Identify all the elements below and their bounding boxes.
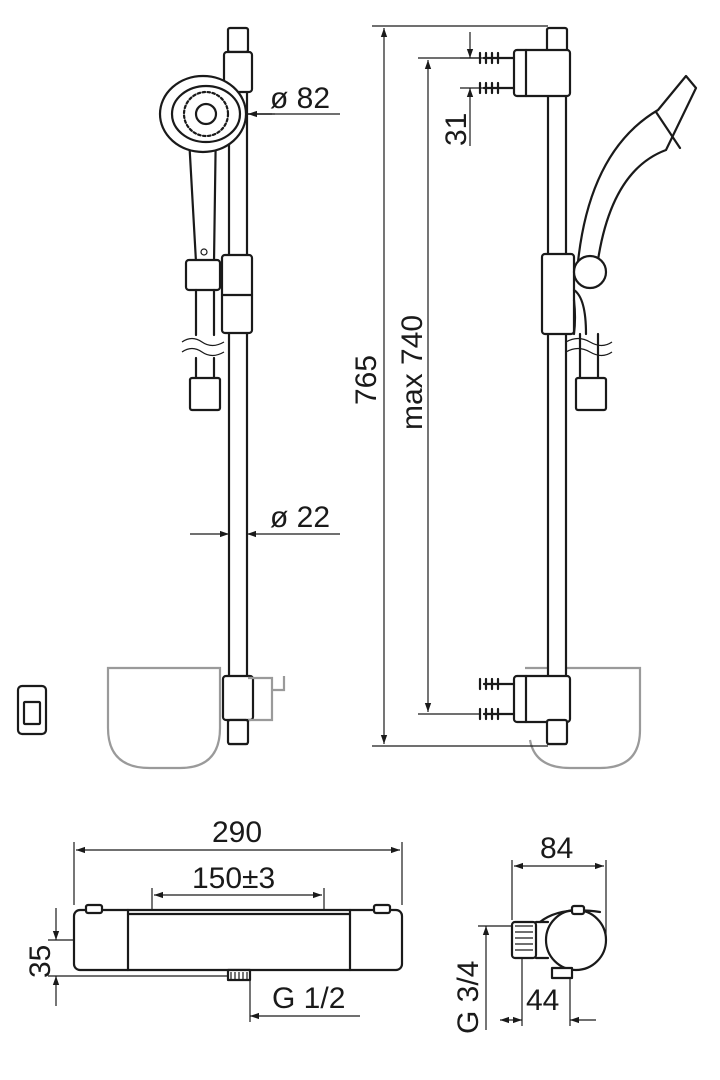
side-hand-shower	[576, 74, 698, 264]
inlet-thread-label: G 3/4	[452, 961, 485, 1034]
mixer-side-body	[544, 908, 608, 972]
side-hand-shower-face	[654, 110, 682, 150]
mixer-side-view: 84 G 3/4 44	[452, 832, 608, 1034]
mixer-left-nub	[84, 903, 104, 915]
bottom-bracket-ghost	[248, 676, 286, 722]
side-rail	[546, 46, 568, 746]
rail-top-cap	[226, 26, 250, 54]
mixer-outlet-thread	[230, 972, 248, 980]
side-bottom-cap	[545, 718, 569, 746]
side-top-cap	[545, 26, 569, 54]
rail-bottom-cap	[226, 718, 250, 746]
side-soap-dish-outline	[525, 666, 642, 770]
hose-lower	[194, 356, 216, 380]
mixer-side-knob	[570, 904, 586, 916]
side-top-bracket	[512, 48, 572, 98]
rail	[227, 46, 249, 746]
side-hose-nut	[574, 376, 608, 412]
head-diameter-label: ø 82	[270, 82, 330, 115]
shower-head-rim	[170, 84, 242, 144]
mixer-body	[72, 908, 404, 972]
mixer-side-top	[538, 909, 602, 924]
inlet-offset-label: 44	[526, 984, 559, 1017]
mixer-height-label: 35	[24, 945, 57, 978]
mixer-inlet-body	[534, 920, 550, 960]
side-slider-arm	[572, 288, 588, 336]
bracket-offset-label: 31	[440, 113, 473, 146]
mixer-right-nub	[372, 903, 392, 915]
bottom-fasteners	[478, 677, 516, 721]
top-fasteners	[478, 51, 516, 95]
hose-nut	[188, 376, 222, 412]
rail-diameter-label: ø 22	[270, 501, 330, 534]
mixer-inlet-thread	[515, 925, 533, 951]
mixer-centers-label: 150±3	[192, 862, 275, 895]
soap-dish-outline	[106, 666, 222, 770]
mixer-width-label: 290	[212, 816, 262, 849]
mixer-front-view: 290 150±3 35 G 1/2	[24, 816, 404, 1022]
total-height-label: 765	[350, 355, 383, 405]
nozzle-ring	[182, 90, 230, 138]
side-slider-knob	[572, 254, 608, 290]
side-hose	[578, 332, 600, 380]
nozzle-center	[194, 102, 218, 126]
mixer-depth-label: 84	[540, 832, 573, 865]
mixer-side-outlet	[550, 966, 574, 980]
end-clip-outer	[16, 684, 48, 736]
outlet-thread-label: G 1/2	[272, 982, 345, 1015]
bottom-bracket	[221, 674, 255, 722]
side-hose-break-2	[565, 347, 613, 357]
side-slider	[540, 252, 576, 336]
side-hose-break-1	[565, 337, 613, 347]
front-view: ø 82 ø 22	[16, 26, 340, 770]
side-bottom-bracket	[512, 674, 572, 724]
handle-dot	[200, 248, 208, 256]
end-clip-inner	[22, 700, 42, 726]
side-view: 31 765 max 740	[350, 25, 698, 770]
slider-clip	[184, 258, 222, 292]
hose-break-2	[181, 347, 225, 357]
mixer-inlet-nut	[510, 920, 538, 960]
hose-break-1	[181, 337, 225, 347]
max-adjust-label: max 740	[396, 315, 429, 430]
